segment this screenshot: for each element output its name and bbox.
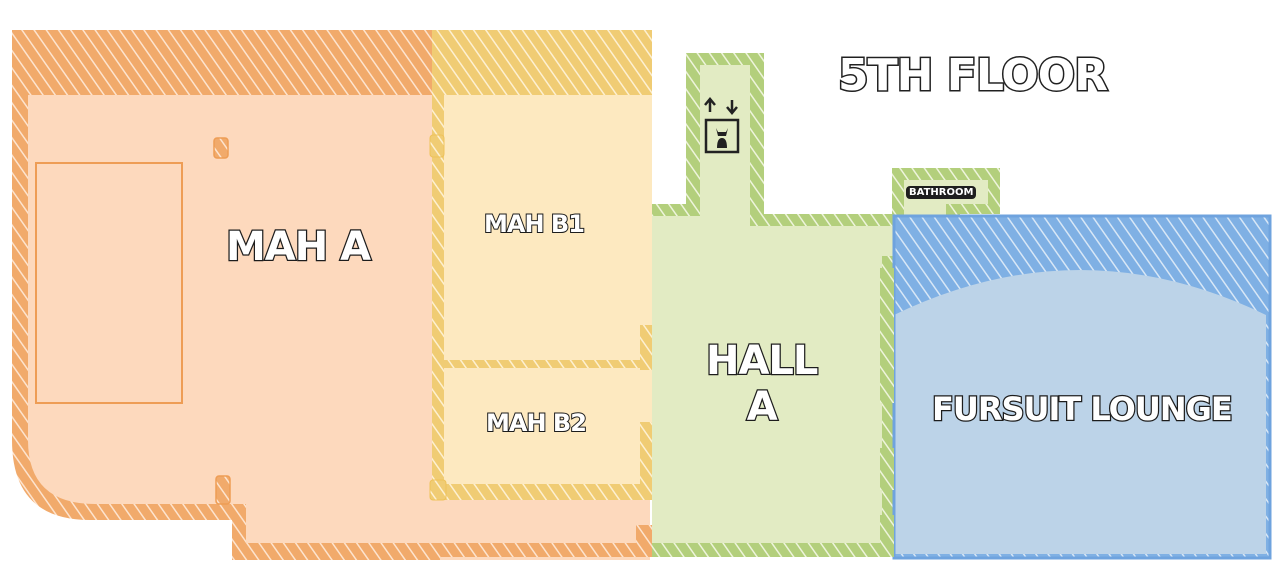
label-bathroom: BATHROOM xyxy=(906,186,977,199)
label-hall-a-line2: A xyxy=(745,383,778,432)
label-mah-a: MAH A xyxy=(225,223,373,272)
label-hall-a: HALL A xyxy=(705,337,820,432)
room-hall-a[interactable] xyxy=(652,53,1000,557)
elevator-arrows-icon xyxy=(704,97,738,115)
label-hall-a-line1: HALL xyxy=(705,337,820,386)
elevator-icon xyxy=(704,97,740,154)
room-fursuit-lounge[interactable] xyxy=(880,214,1272,560)
label-mah-b2: MAH B2 xyxy=(485,408,588,438)
room-mah-a[interactable] xyxy=(12,30,652,560)
room-mah-b[interactable] xyxy=(429,30,652,501)
label-fursuit-lounge: FURSUIT LOUNGE xyxy=(931,389,1234,430)
floor-title: 5TH FLOOR xyxy=(837,49,1110,103)
label-mah-b1: MAH B1 xyxy=(483,209,586,239)
